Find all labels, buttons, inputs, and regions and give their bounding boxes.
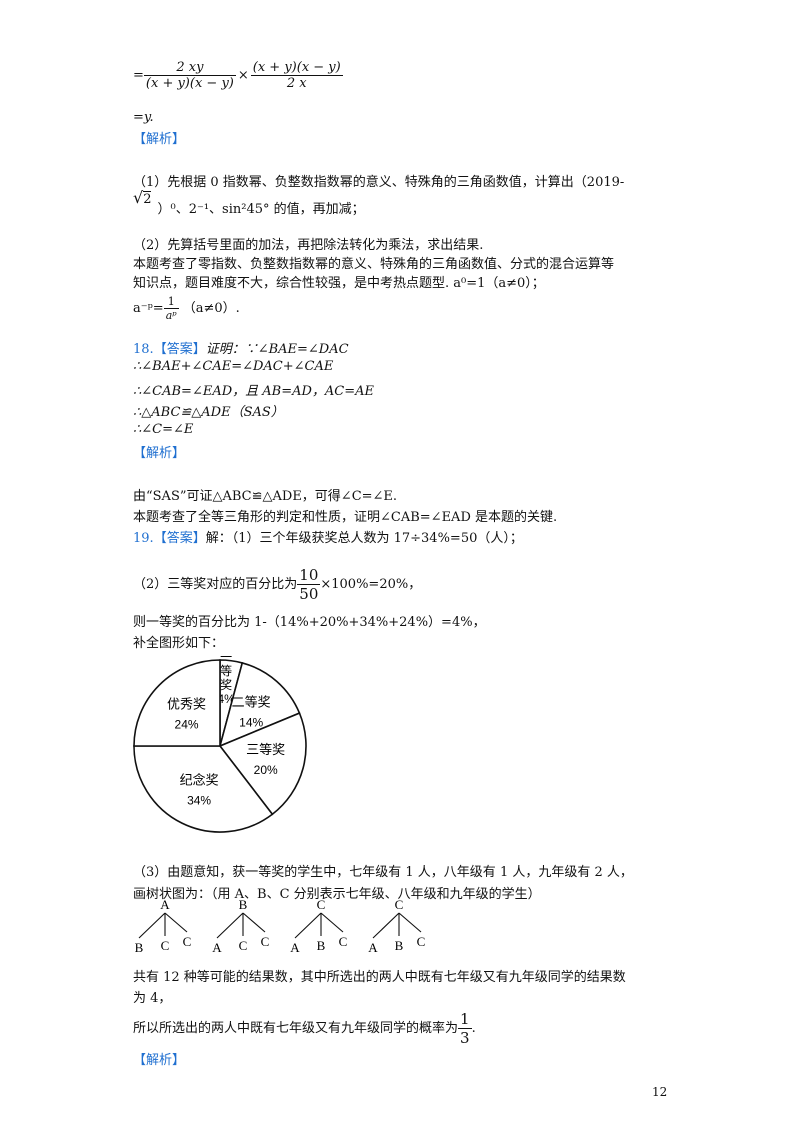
q18-l4: ∴△ABC≌△ADE（SAS） xyxy=(133,405,284,420)
formula-result: =y. xyxy=(133,110,154,125)
pie-label-char: 奖 xyxy=(220,678,232,692)
formula-top: =2 xy(x + y)(x − y)×(x + y)(x − y)2 x xyxy=(133,60,343,91)
q19-l4: 补全图形如下： xyxy=(133,636,225,651)
tree-branch xyxy=(138,912,166,939)
pie-category-label: 优秀奖 xyxy=(167,697,206,712)
pie-slice-5 xyxy=(133,659,221,747)
sqrt-radicand: 2 xyxy=(143,191,152,207)
q19-l8: 为 4， xyxy=(133,991,172,1006)
q19-l7: 共有 12 种等可能的结果数，其中所选出的两人中既有七年级又有九年级同学的结果数 xyxy=(133,970,626,985)
q19-l9-post: . xyxy=(471,1021,476,1036)
tree-branch xyxy=(294,912,322,939)
q18-l3: ∴∠CAB=∠EAD，且 AB=AD，AC=AE xyxy=(133,384,375,399)
pie-percent-label: 4% xyxy=(218,692,236,706)
pie-slice-3 xyxy=(218,712,307,816)
pie-slice-2 xyxy=(218,661,301,748)
q18-l5: ∴∠C=∠E xyxy=(133,422,194,437)
tree-leaf-label: A xyxy=(212,940,222,955)
tree-leaf-label: C xyxy=(239,938,248,953)
fraction-2: (x + y)(x − y)2 x xyxy=(250,60,343,91)
pie-percent-label: 20% xyxy=(254,763,278,777)
q19-l2-post: ×100%=20%， xyxy=(320,577,422,592)
pie-label-char: 等 xyxy=(220,664,232,678)
tree-leaf-label: C xyxy=(339,934,348,949)
q19-l9-pre: 所以所选出的两人中既有七年级又有九年级同学的概率为 xyxy=(133,1021,459,1036)
jiexi-label-2: 【解析】 xyxy=(133,446,186,461)
q17-p1-b: ）⁰、2⁻¹、sin²45° 的值，再加减； xyxy=(157,202,365,217)
tree-leaf-label: B xyxy=(135,940,144,955)
tree-branch xyxy=(164,912,188,933)
q17-p1-a: （1）先根据 0 指数幂、负整数指数幂的意义、特殊角的三角函数值，计算出（201… xyxy=(133,175,625,190)
q18-number: 18. xyxy=(133,342,154,357)
q19-l5: （3）由题意知，获一等奖的学生中，七年级有 1 人，八年级有 1 人，九年级有 … xyxy=(133,865,633,880)
q19-number: 19. xyxy=(133,531,154,546)
jiexi-label-3: 【解析】 xyxy=(133,1053,186,1068)
pie-category-label: 二等奖 xyxy=(232,694,271,709)
q18-l2: ∴∠BAE+∠CAE=∠DAC+∠CAE xyxy=(133,359,334,374)
q17-p2: （2）先算括号里面的加法，再把除法转化为乘法，求出结果. xyxy=(133,238,484,253)
tree-leaf-label: C xyxy=(261,934,270,949)
times-sign: × xyxy=(237,68,249,83)
q18-line-1: 18.【答案】证明：∵∠BAE=∠DAC xyxy=(133,338,349,357)
tree-root-label: A xyxy=(160,897,170,912)
pie-percent-label: 34% xyxy=(187,793,211,807)
tree-root-label: C xyxy=(395,897,404,912)
pie-slice-4 xyxy=(133,745,274,833)
q18-a2: 本题考查了全等三角形的判定和性质，证明∠CAB=∠EAD 是本题的关键. xyxy=(133,510,558,525)
tree-leaf-label: B xyxy=(395,938,404,953)
tree-branch xyxy=(372,912,400,939)
tree-leaf-label: C xyxy=(183,934,192,949)
sqrt-symbol: √ xyxy=(133,188,144,207)
tree-leaf-label: B xyxy=(317,938,326,953)
q17-p4: 知识点，题目难度不大，综合性较强，是中考热点题型. a⁰=1（a≠0）； xyxy=(133,276,545,291)
tree-leaf-label: C xyxy=(161,938,170,953)
q19-l1: 解：（1）三个年级获奖总人数为 17÷34%=50（人）； xyxy=(205,531,523,546)
q19-l6: 画树状图为：（用 A、B、C 分别表示七年级、八年级和九年级的学生） xyxy=(133,887,541,902)
pie-category-label: 纪念奖 xyxy=(180,772,219,787)
tree-leaf-label: C xyxy=(417,934,426,949)
q18-a1: 由“SAS”可证△ABC≌△ADE，可得∠C=∠E. xyxy=(133,489,398,504)
pie-category-label: 三等奖 xyxy=(246,742,285,757)
q19-answer-label: 【答案】 xyxy=(153,531,206,546)
jiexi-label-1: 【解析】 xyxy=(133,132,186,147)
q17-p5-post: （a≠0）. xyxy=(182,301,240,316)
q19-line-1: 19.【答案】解：（1）三个年级获奖总人数为 17÷34%=50（人）； xyxy=(133,527,523,546)
fraction-1: 2 xy(x + y)(x − y) xyxy=(143,60,236,91)
q17-p1-b-line: √2 ）⁰、2⁻¹、sin²45° 的值，再加减； xyxy=(133,188,365,217)
q18-answer-label: 【答案】 xyxy=(153,342,206,357)
tree-root-label: C xyxy=(317,897,326,912)
page-number: 12 xyxy=(652,1085,668,1099)
tree-leaf-label: A xyxy=(368,940,378,955)
tree-root-label: B xyxy=(239,897,248,912)
tree-branch xyxy=(320,912,344,933)
pie-label-char: 一 xyxy=(220,650,232,664)
q19-l3: 则一等奖的百分比为 1-（14%+20%+34%+24%）=4%， xyxy=(133,615,486,630)
tree-leaf-label: A xyxy=(290,940,300,955)
q18-l1: 证明：∵∠BAE=∠DAC xyxy=(205,342,349,357)
eq-prefix: = xyxy=(133,68,144,83)
pie-percent-label: 14% xyxy=(239,715,263,729)
q19-l2-pre: （2）三等奖对应的百分比为 xyxy=(133,577,298,592)
pie-percent-label: 24% xyxy=(175,718,199,732)
tree-branch xyxy=(398,912,422,933)
q17-p3: 本题考查了零指数、负整数指数幂的意义、特殊角的三角函数值、分式的混合运算等 xyxy=(133,257,615,272)
q17-p5-pre: a⁻ᵖ= xyxy=(133,301,164,316)
tree-branch xyxy=(216,912,244,939)
tree-branch xyxy=(242,912,266,933)
